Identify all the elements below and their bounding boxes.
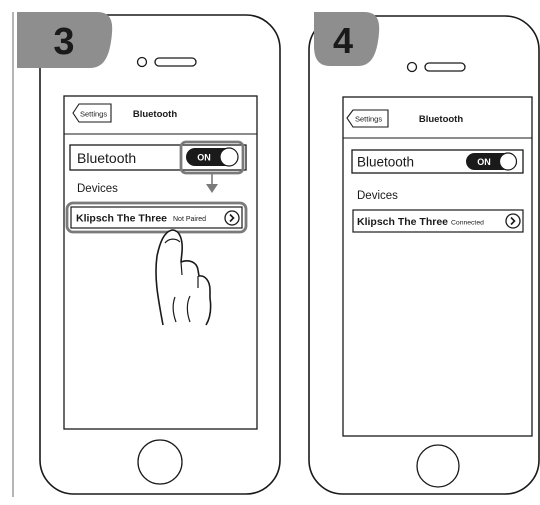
step-4-phone: Settings Bluetooth Bluetooth ON Devices … <box>309 12 539 494</box>
nav-title: Bluetooth <box>133 109 178 120</box>
phone-screen <box>343 97 532 436</box>
nav-title: Bluetooth <box>419 114 464 125</box>
bluetooth-label: Bluetooth <box>77 150 136 166</box>
device-name: Klipsch The Three <box>357 216 448 228</box>
device-row[interactable]: Klipsch The Three Connected <box>353 210 523 232</box>
nav-back-button[interactable]: Settings <box>73 104 111 122</box>
home-button-icon[interactable] <box>417 445 459 487</box>
home-button-icon[interactable] <box>138 440 182 484</box>
bluetooth-label: Bluetooth <box>357 155 414 170</box>
bluetooth-toggle[interactable]: ON <box>466 153 517 170</box>
toggle-state-label: ON <box>477 157 491 167</box>
settings-back-label: Settings <box>80 110 107 119</box>
toggle-knob <box>500 153 517 170</box>
settings-back-label: Settings <box>355 115 382 124</box>
toggle-knob <box>220 148 238 166</box>
toggle-state-label: ON <box>197 153 211 163</box>
device-status: Connected <box>451 220 484 227</box>
devices-header: Devices <box>77 183 118 195</box>
nav-back-button[interactable]: Settings <box>347 110 388 127</box>
device-name: Klipsch The Three <box>76 213 167 225</box>
chevron-right-icon[interactable] <box>506 214 520 228</box>
devices-header: Devices <box>357 190 398 202</box>
device-row[interactable]: Klipsch The Three Not Paired <box>71 207 242 228</box>
chevron-right-icon[interactable] <box>225 211 239 225</box>
step-number: 3 <box>53 21 74 63</box>
step-number: 4 <box>333 20 353 61</box>
device-status: Not Paired <box>173 216 206 223</box>
step-3-phone: Settings Bluetooth Bluetooth ON Devices … <box>17 12 280 494</box>
bluetooth-toggle[interactable]: ON <box>186 148 238 166</box>
